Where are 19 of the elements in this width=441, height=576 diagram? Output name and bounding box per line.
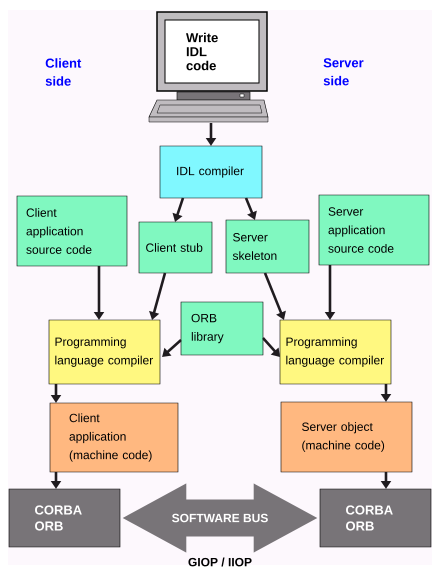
arrow — [162, 339, 182, 357]
process-box: Server object (machine code) — [280, 402, 412, 472]
process-box: Server skeleton — [226, 220, 310, 274]
process-box: Programming language compiler — [48, 320, 160, 384]
process-box: Client stub — [138, 222, 212, 274]
edge-label: SOFTWARE BUS — [170, 512, 270, 524]
side-label: Client side — [46, 58, 82, 86]
process-box: ORB library — [180, 302, 264, 356]
orb-box: CORBA ORB — [8, 488, 120, 548]
protocol-label: GIOP / IIOP — [188, 558, 252, 566]
orb-box: CORBA ORB — [320, 488, 432, 548]
process-box: Server application source code — [318, 194, 430, 266]
monitor-screen: Write IDL code — [164, 20, 260, 84]
arrow — [262, 337, 280, 357]
process-box: IDL compiler — [160, 146, 262, 198]
process-box: Client application source code — [16, 196, 128, 266]
side-label: Server side — [324, 58, 364, 86]
process-box: Programming language compiler — [280, 320, 392, 384]
process-box: Client application (machine code) — [50, 402, 178, 472]
